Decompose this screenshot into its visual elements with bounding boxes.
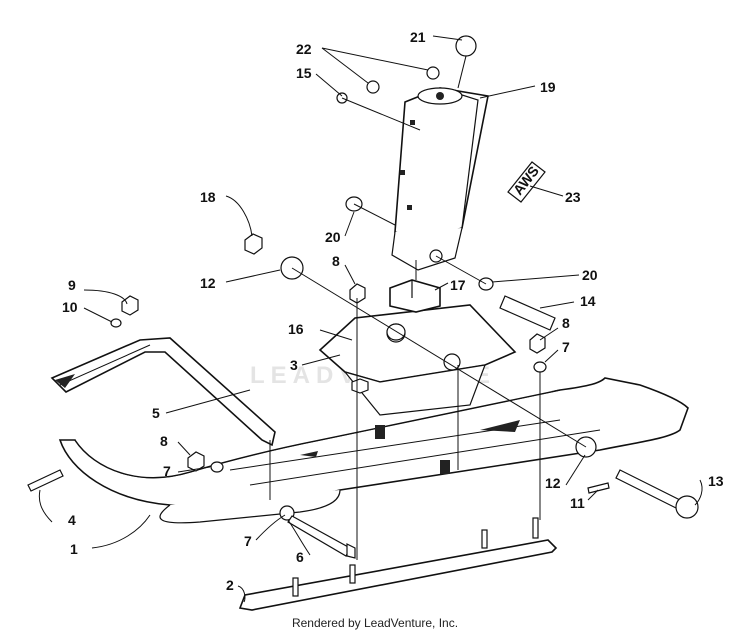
callout-8-left: 8 <box>160 433 168 449</box>
callout-4: 4 <box>68 512 76 528</box>
callout-7-right: 7 <box>562 339 570 355</box>
callout-19: 19 <box>540 79 556 95</box>
callout-7-lower: 7 <box>244 533 252 549</box>
spindle-bracket <box>389 279 441 313</box>
wear-bar <box>238 517 558 611</box>
callout-6: 6 <box>296 549 304 565</box>
aws-decal: AWS <box>507 161 546 203</box>
callout-23: 23 <box>565 189 581 205</box>
callout-18: 18 <box>200 189 216 205</box>
leader-lines <box>38 35 703 603</box>
callout-7-left: 7 <box>163 463 171 479</box>
callout-5: 5 <box>152 405 160 421</box>
callout-1: 1 <box>70 541 78 557</box>
callout-12-left: 12 <box>200 275 216 291</box>
callout-20-right: 20 <box>582 267 598 283</box>
callout-11: 11 <box>570 495 585 511</box>
assembly-lines <box>269 55 587 560</box>
callout-10: 10 <box>62 299 78 315</box>
callout-12-right: 12 <box>545 475 561 491</box>
ski-loop <box>50 337 276 447</box>
callout-16: 16 <box>288 321 304 337</box>
callout-22: 22 <box>296 41 312 57</box>
callout-9: 9 <box>68 277 76 293</box>
callout-labels: 1 2 3 4 5 6 7 7 7 8 8 8 9 10 11 12 12 13… <box>62 29 724 593</box>
callout-8-top: 8 <box>332 253 340 269</box>
callout-14: 14 <box>580 293 596 309</box>
callout-20-left: 20 <box>325 229 341 245</box>
callout-21: 21 <box>410 29 426 45</box>
hardware <box>27 35 699 559</box>
spindle <box>391 87 489 271</box>
callout-3: 3 <box>290 357 298 373</box>
callout-15: 15 <box>296 65 312 81</box>
callout-13: 13 <box>708 473 724 489</box>
callout-17: 17 <box>450 277 466 293</box>
callout-8-right: 8 <box>562 315 570 331</box>
callout-2: 2 <box>226 577 234 593</box>
render-credit: Rendered by LeadVenture, Inc. <box>291 616 459 630</box>
